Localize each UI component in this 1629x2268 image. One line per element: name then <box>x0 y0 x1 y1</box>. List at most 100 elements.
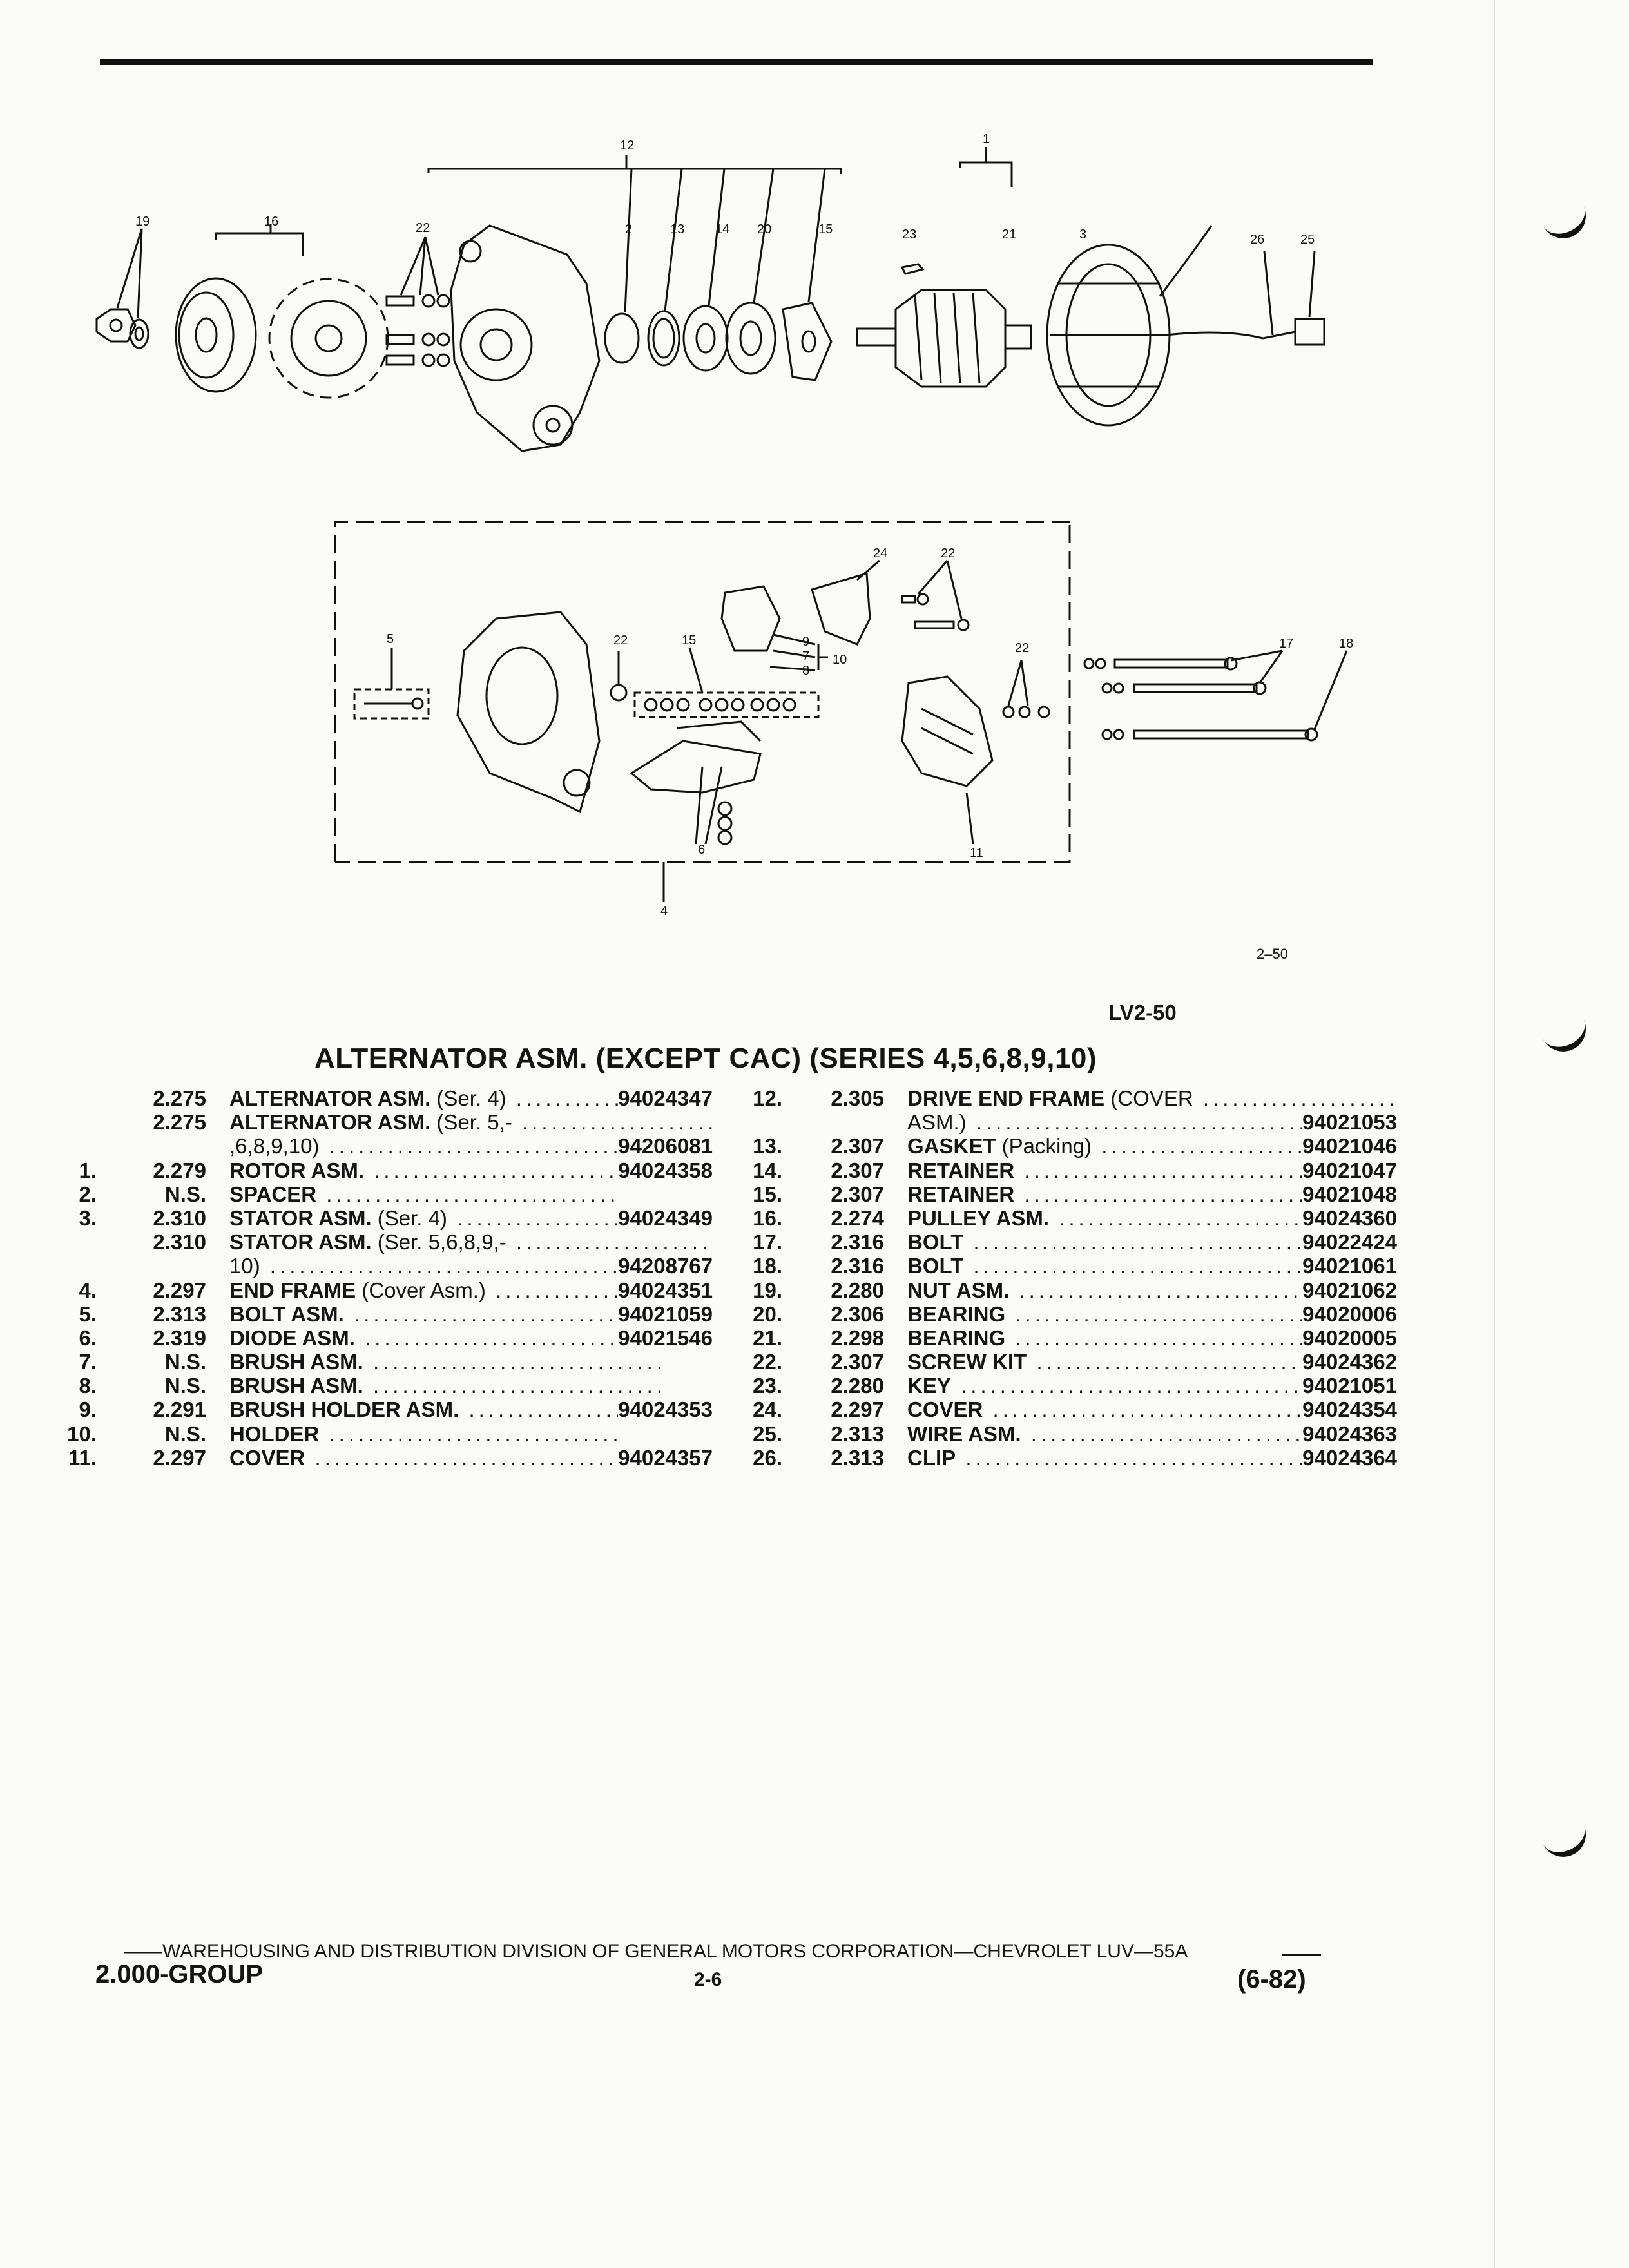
group-number: 2.291 <box>153 1398 206 1422</box>
part-name: DRIVE END FRAME <box>907 1086 1105 1110</box>
parts-row: ASM.) ..................................… <box>733 1110 1397 1135</box>
part-name: SPACER <box>229 1182 317 1206</box>
rotor-part-1 <box>856 289 1032 388</box>
callout-labels: 12 1 19 16 22 2 13 14 20 15 23 21 3 26 2… <box>135 132 1353 918</box>
cover-part-11 <box>901 675 994 787</box>
part-name: KEY <box>907 1374 951 1398</box>
group-number: 2.310 <box>153 1230 206 1254</box>
part-name: ALTERNATOR ASM. <box>229 1086 431 1110</box>
item-number: 24. <box>753 1398 782 1422</box>
part-name: ROTOR ASM. <box>229 1158 365 1182</box>
key-part-23 <box>900 263 925 275</box>
part-description: ASM.) ..................................… <box>907 1110 1397 1135</box>
part-description: KEY ....................................… <box>907 1374 1397 1398</box>
svg-text:2: 2 <box>625 222 632 236</box>
group-number: 2.274 <box>831 1206 884 1230</box>
svg-text:6: 6 <box>698 843 705 857</box>
item-number: 14. <box>753 1158 782 1182</box>
group-number: 2.297 <box>153 1445 206 1470</box>
binder-punch-mark <box>1538 1010 1594 1059</box>
part-number: 94024354 <box>1302 1398 1397 1422</box>
pulley-part-16 <box>175 277 257 393</box>
part-description: NUT ASM. ...............................… <box>907 1278 1397 1302</box>
part-description: SCREW KIT ..............................… <box>907 1350 1397 1374</box>
part-number: 94021546 <box>618 1325 713 1350</box>
part-description: DIODE ASM. .............................… <box>229 1325 713 1350</box>
part-name: CLIP <box>907 1445 956 1470</box>
part-detail: 10) <box>229 1254 260 1278</box>
item-number <box>45 1254 97 1278</box>
leader-dots: .............................. <box>516 1230 713 1254</box>
item-number: 16. <box>753 1206 782 1230</box>
svg-text:17: 17 <box>1279 637 1293 651</box>
svg-text:7: 7 <box>802 649 809 664</box>
part-name: COVER <box>229 1445 305 1470</box>
group-number: 2.297 <box>831 1398 884 1422</box>
brush-holder-part-9 <box>720 585 781 652</box>
part-detail: (COVER <box>1104 1086 1193 1110</box>
item-number <box>733 1110 782 1134</box>
part-detail: ,6,8,9,10) <box>229 1134 320 1158</box>
part-number: 94021059 <box>618 1302 713 1326</box>
part-name: BEARING <box>907 1302 1006 1326</box>
parts-row: 10) ....................................… <box>45 1254 713 1278</box>
part-description: BOLT ...................................… <box>907 1254 1397 1278</box>
part-description: SPACER .............................. <box>229 1182 713 1206</box>
parts-row: 8.N.S.BRUSH ASM. .......................… <box>45 1374 713 1398</box>
svg-text:14: 14 <box>715 222 729 236</box>
part-description: BOLT ...................................… <box>907 1230 1397 1254</box>
part-name: BRUSH ASM. <box>229 1350 363 1374</box>
parts-row: 17. 2.316 BOLT ...........................… <box>733 1230 1397 1254</box>
item-number: 21. <box>753 1325 782 1350</box>
item-number: 9. <box>79 1398 97 1422</box>
part-description: ALTERNATOR ASM. (Ser. 4) ...............… <box>229 1086 713 1111</box>
part-description: COVER ..................................… <box>229 1445 713 1470</box>
svg-text:5: 5 <box>387 632 394 646</box>
nut-part-19 <box>95 308 137 343</box>
leader-dots: .............................. <box>319 1421 622 1446</box>
item-number: 18. <box>753 1254 782 1278</box>
part-name: DIODE ASM. <box>229 1325 355 1350</box>
diode-row-part-15 <box>633 691 820 718</box>
leader-dots: .............................. <box>316 1182 620 1206</box>
group-number: N.S. <box>164 1182 206 1206</box>
group-number: 2.307 <box>831 1158 884 1182</box>
part-detail: ASM.) <box>907 1110 967 1135</box>
retainer-part-14 <box>682 305 729 372</box>
part-number: 94024358 <box>618 1158 713 1182</box>
group-number <box>782 1110 884 1134</box>
footer-group: 2.000-GROUP <box>95 1960 264 1988</box>
item-number: 8. <box>79 1374 97 1398</box>
group-number: 2.310 <box>153 1206 206 1230</box>
part-number: 94208767 <box>618 1254 713 1278</box>
svg-text:25: 25 <box>1300 233 1315 247</box>
part-name: WIRE ASM. <box>907 1421 1021 1446</box>
group-number: 2.280 <box>831 1278 884 1302</box>
group-number: 2.298 <box>831 1325 884 1350</box>
svg-text:12: 12 <box>620 139 634 153</box>
group-number: 2.305 <box>831 1086 884 1110</box>
item-number: 11. <box>68 1445 97 1470</box>
item-number: 25. <box>753 1421 782 1446</box>
binder-punch-mark <box>1538 1815 1594 1865</box>
svg-text:1: 1 <box>983 132 990 146</box>
exploded-parts-diagram: 12 1 19 16 22 2 13 14 20 15 23 21 3 26 2… <box>95 132 1353 918</box>
group-number: 2.316 <box>831 1230 884 1254</box>
part-number: 94024364 <box>1302 1445 1397 1470</box>
svg-text:13: 13 <box>670 222 684 236</box>
wire-connector-part-25 <box>1294 318 1325 346</box>
item-number: 23. <box>753 1374 782 1398</box>
footer-date: (6-82) <box>1237 1965 1306 1994</box>
part-name: END FRAME <box>229 1278 356 1302</box>
item-number: 17. <box>753 1230 782 1254</box>
